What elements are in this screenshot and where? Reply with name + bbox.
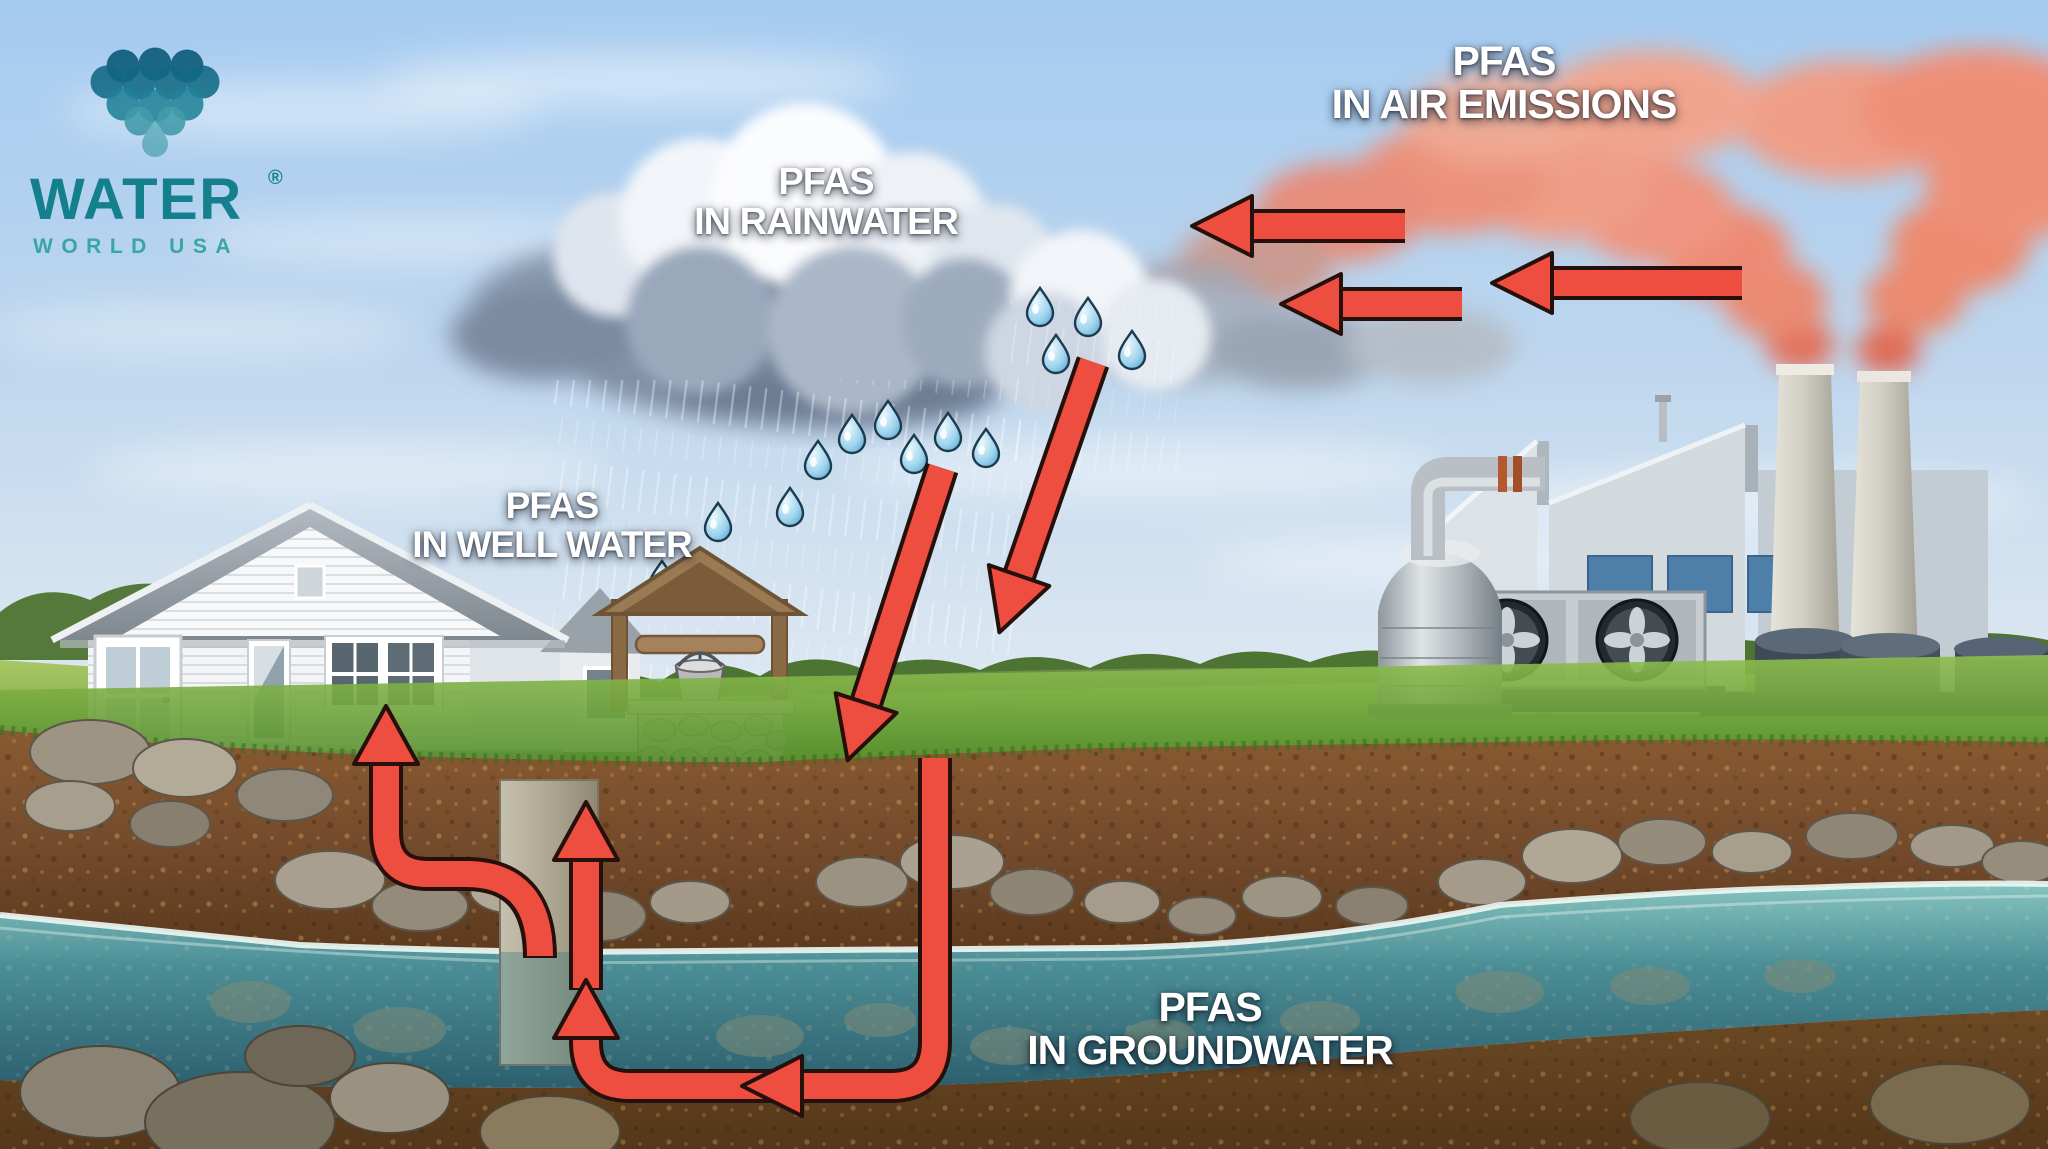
arrowhead-up-icon [552,800,620,862]
label-line2: IN WELL WATER [412,524,693,566]
label-line1: PFAS [505,485,600,526]
underground-cross-section [0,719,2048,1149]
logo-registered-mark: ® [268,167,283,189]
label-pfas-in-groundwater: PFAS IN GROUNDWATER [1027,984,1394,1074]
label-line2: IN GROUNDWATER [1027,1027,1394,1074]
droplet-cluster-icon [90,47,220,157]
arrowhead-left-icon [1279,272,1343,336]
label-line2: IN RAINWATER [694,201,959,244]
label-line1: PFAS [778,161,874,203]
emission-smoke-plume [1120,48,2048,374]
arrowhead-down-icon [986,563,1052,635]
bottom-boulders [19,1025,2031,1149]
water-world-usa-logo: WATER ® WORLD USA [30,47,283,258]
label-pfas-in-well-water: PFAS IN WELL WATER [412,485,693,566]
arrowhead-up-icon [552,978,620,1040]
attic-window [294,564,326,600]
arrowhead-left-icon [1490,251,1554,315]
logo-subtitle-text: WORLD USA [33,235,239,258]
arrowhead-down-icon [833,691,899,763]
arrowhead-left-icon [1190,194,1254,258]
flow-arrows [352,194,1742,1118]
label-pfas-in-rainwater: PFAS IN RAINWATER [694,161,959,244]
arrowhead-up-icon [352,704,420,766]
label-line1: PFAS [1452,38,1556,84]
smokestacks [1770,364,1918,660]
well-crossbar [634,634,766,655]
label-line2: IN AIR EMISSIONS [1331,81,1678,128]
lawn [0,655,2048,762]
waterline-foam [0,880,2048,956]
house-wing-roof [540,588,658,654]
logo-brand-text: WATER [30,167,243,232]
label-pfas-in-air-emissions: PFAS IN AIR EMISSIONS [1331,38,1678,128]
label-line1: PFAS [1158,984,1262,1030]
arrowhead-left-icon [740,1054,804,1118]
